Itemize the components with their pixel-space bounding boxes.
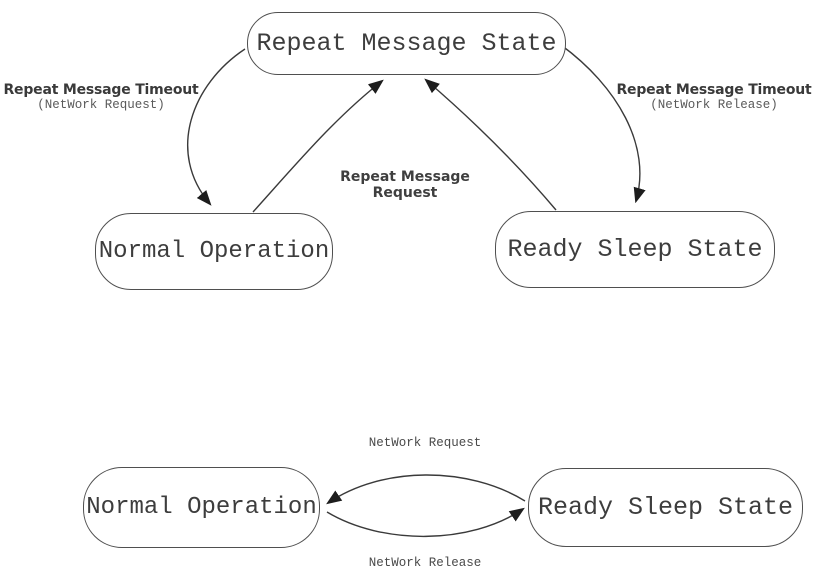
state-ready-sleep-bottom-label: Ready Sleep State: [537, 493, 794, 522]
label-repeat-message-request-line1: Repeat Message: [340, 169, 470, 185]
label-network-request: NetWork Request: [368, 436, 482, 450]
state-repeat-message-label: Repeat Message State: [256, 29, 557, 58]
label-repeat-timeout-network-release: Repeat Message Timeout (NetWork Release): [615, 82, 813, 113]
state-ready-sleep-bottom: Ready Sleep State: [528, 468, 803, 547]
state-ready-sleep: Ready Sleep State: [495, 211, 775, 288]
arrow-repeat-timeout-network-request: [187, 48, 246, 206]
state-normal-operation-bottom: Normal Operation: [83, 467, 320, 548]
label-repeat-message-request-line2: Request: [372, 185, 438, 201]
label-repeat-message-request: Repeat Message Request: [330, 169, 480, 201]
label-network-release: NetWork Release: [368, 556, 482, 570]
label-repeat-timeout-request-line1: Repeat Message Timeout: [3, 82, 199, 98]
state-ready-sleep-label: Ready Sleep State: [507, 235, 763, 264]
state-repeat-message: Repeat Message State: [247, 12, 566, 75]
arrow-network-release: [326, 507, 525, 538]
state-normal-operation-bottom-label: Normal Operation: [86, 494, 317, 521]
label-repeat-timeout-network-request: Repeat Message Timeout (NetWork Request): [3, 82, 199, 113]
label-repeat-timeout-release-line2: (NetWork Release): [650, 98, 778, 112]
label-repeat-timeout-request-line2: (NetWork Request): [37, 98, 165, 112]
label-repeat-timeout-release-line1: Repeat Message Timeout: [616, 82, 812, 98]
arrow-repeat-timeout-network-release: [560, 44, 646, 204]
state-normal-operation-label: Normal Operation: [98, 238, 330, 265]
state-normal-operation: Normal Operation: [95, 213, 333, 290]
arrow-network-request: [326, 474, 526, 505]
